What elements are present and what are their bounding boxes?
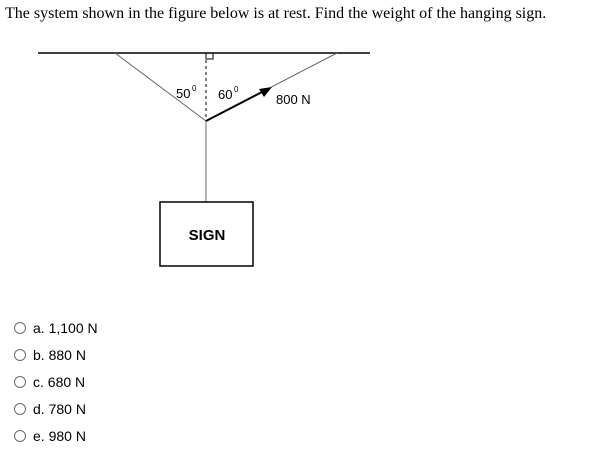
option-d[interactable]: d. 780 N — [14, 395, 98, 422]
force-arrowhead — [259, 87, 272, 97]
force-vector — [205, 91, 263, 122]
sign-box — [159, 201, 254, 267]
angle-left-degree: 0 — [192, 84, 197, 93]
angle-left-label: 50 — [176, 86, 190, 101]
option-e[interactable]: e. 980 N — [14, 422, 98, 449]
angle-right-degree: 0 — [234, 85, 239, 94]
radio-button[interactable] — [14, 348, 26, 361]
option-label: e. 980 N — [33, 427, 86, 444]
answer-options: a. 1,100 N b. 880 N c. 680 N d. 780 N e.… — [14, 314, 98, 449]
option-a[interactable]: a. 1,100 N — [14, 314, 98, 341]
radio-button[interactable] — [14, 321, 26, 334]
sign-label: SIGN — [189, 227, 226, 244]
option-label: b. 880 N — [33, 346, 86, 363]
option-label: a. 1,100 N — [33, 319, 98, 336]
left-rope — [114, 52, 207, 122]
radio-button[interactable] — [14, 429, 26, 442]
angle-right-label: 60 — [218, 87, 232, 102]
force-label: 800 N — [276, 92, 311, 107]
right-angle-marker — [205, 53, 214, 60]
radio-button[interactable] — [14, 402, 26, 415]
option-label: d. 780 N — [33, 400, 86, 417]
option-c[interactable]: c. 680 N — [14, 368, 98, 395]
radio-button[interactable] — [14, 375, 26, 388]
option-label: c. 680 N — [33, 373, 86, 390]
option-b[interactable]: b. 880 N — [14, 341, 98, 368]
question-text: The system shown in the figure below is … — [5, 5, 547, 22]
